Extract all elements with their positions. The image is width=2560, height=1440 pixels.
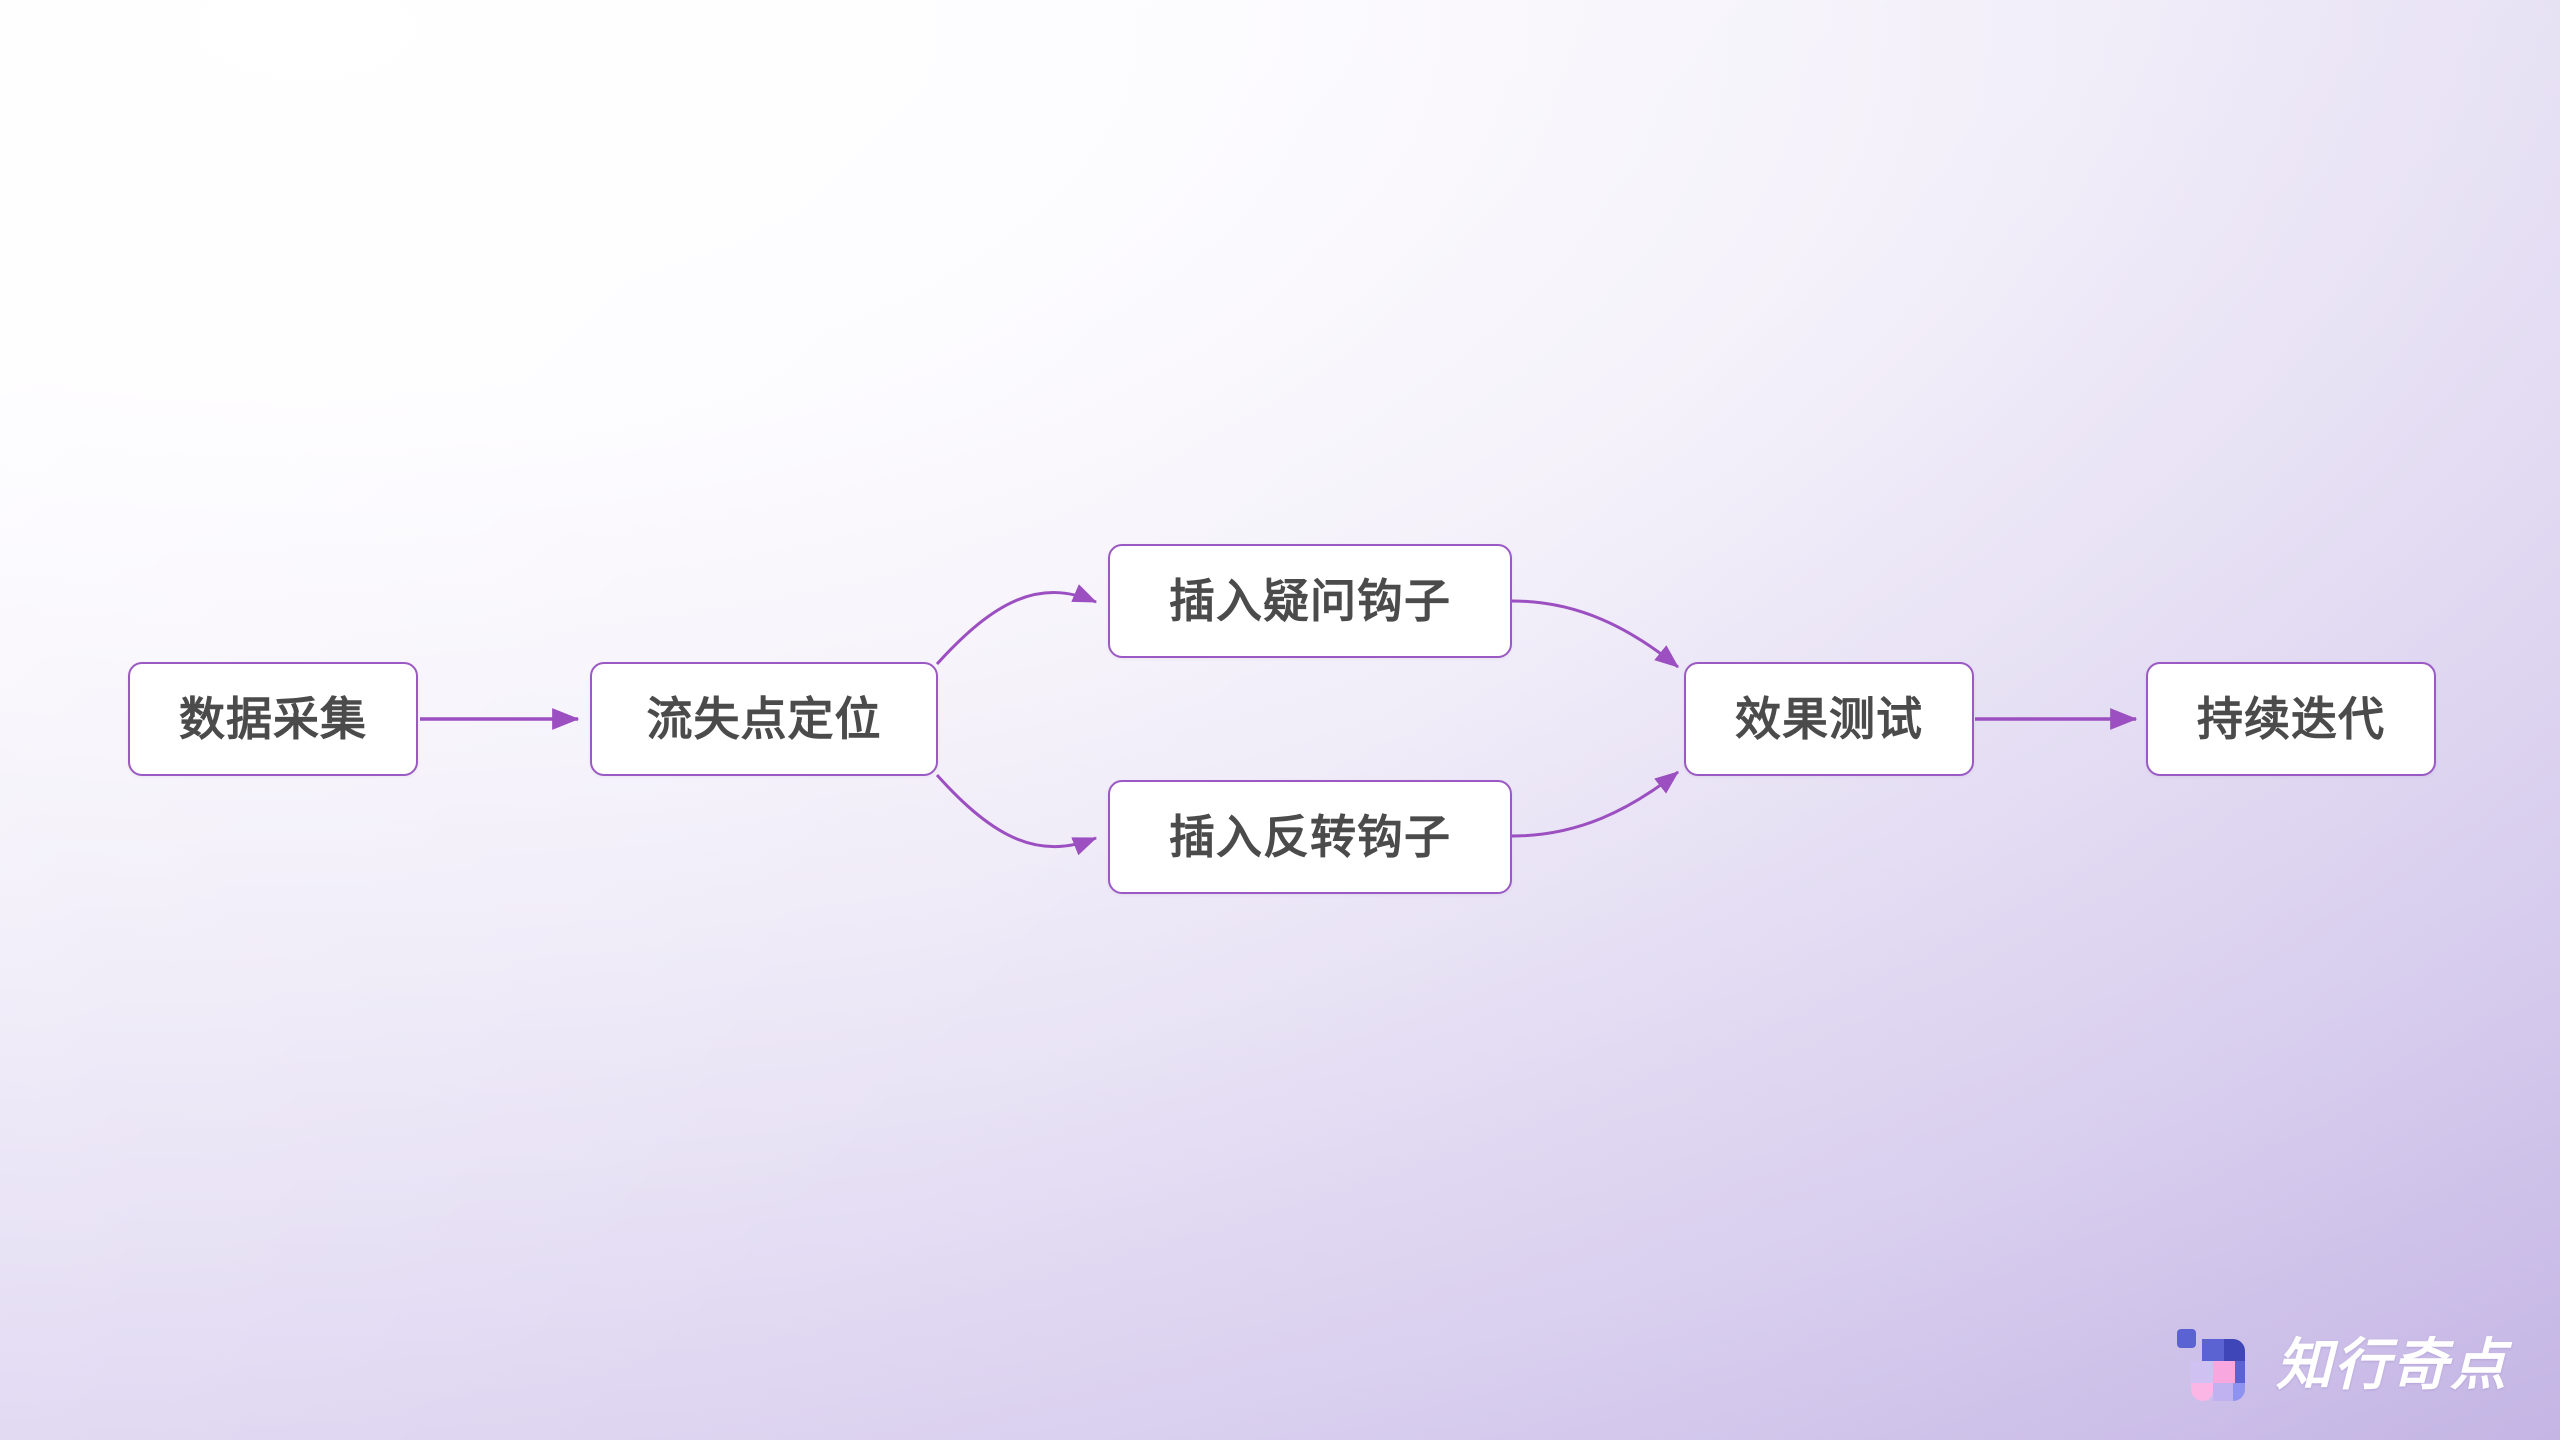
edge-n3-n5	[1511, 599, 1679, 669]
flow-node-label: 流失点定位	[646, 693, 882, 745]
edge-n2-n4	[935, 774, 1098, 856]
flow-node-label: 插入反转钩子	[1169, 811, 1451, 863]
edge-n2-n3	[935, 584, 1098, 666]
flow-node-label: 插入疑问钩子	[1169, 575, 1451, 627]
flow-node-effect-testing[interactable]: 效果测试	[1684, 662, 1974, 776]
brand-watermark: 知行奇点	[2176, 1328, 2508, 1402]
zhixing-qidian-logo-icon	[2176, 1328, 2250, 1402]
logo-svg	[2177, 1329, 2245, 1401]
brand-name: 知行奇点	[2276, 1333, 2508, 1396]
flow-node-insert-reversal-hook[interactable]: 插入反转钩子	[1108, 780, 1512, 894]
flow-node-churn-point-location[interactable]: 流失点定位	[590, 662, 938, 776]
flow-node-insert-question-hook[interactable]: 插入疑问钩子	[1108, 544, 1512, 658]
flow-node-label: 数据采集	[179, 693, 367, 745]
flow-node-label: 持续迭代	[2197, 693, 2385, 745]
edge-n4-n5	[1511, 770, 1679, 838]
flow-node-data-collection[interactable]: 数据采集	[128, 662, 418, 776]
flow-node-continuous-iteration[interactable]: 持续迭代	[2146, 662, 2436, 776]
flow-node-label: 效果测试	[1735, 693, 1923, 745]
